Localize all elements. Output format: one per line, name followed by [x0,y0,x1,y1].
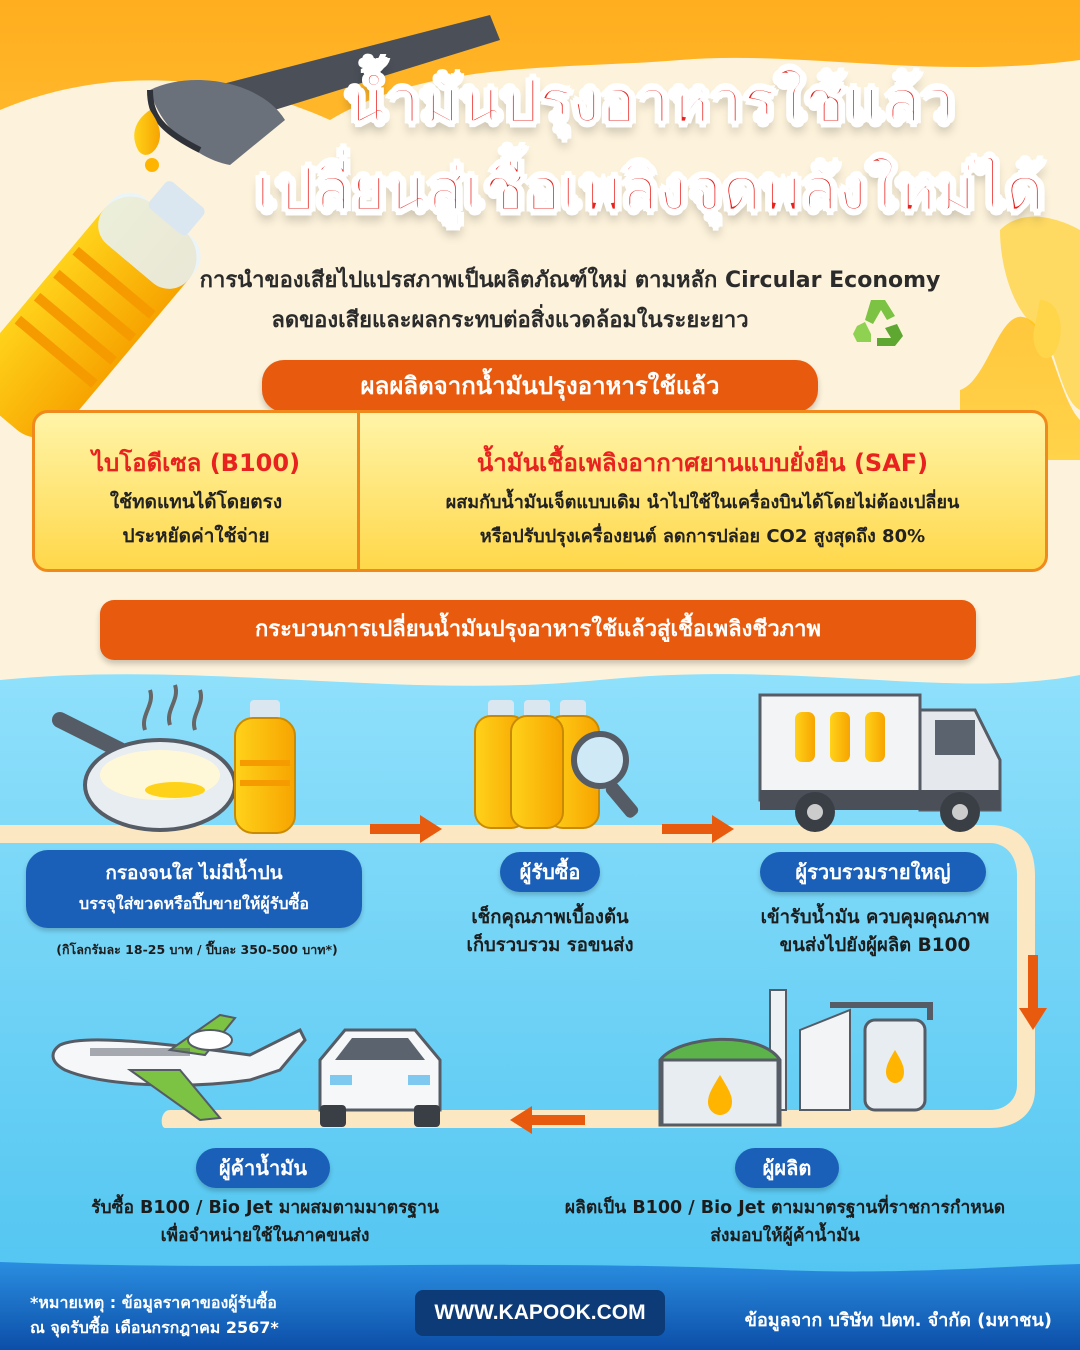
cloud-icon [187,1029,233,1051]
step5-line-2: เพื่อจำหน่ายใช้ในภาคขนส่ง [160,1226,370,1246]
step4-line-1: ผลิตเป็น B100 / Bio Jet ตามมาตรฐานที่ราช… [564,1198,1006,1218]
arrow-right-icon [662,815,734,843]
biodiesel-line-2: ประหยัดค่าใช้จ่าย [122,525,270,547]
saf-line-2: หรือปรับปรุงเครื่องยนต์ ลดการปล่อย CO2 ส… [479,526,926,547]
biodiesel-card: ไบโอดีเซล (B100) ใช้ทดแทนได้โดยตรง ประหย… [35,413,357,569]
step2-title: ผู้รับซื้อ [500,852,600,892]
step5-line-1: รับซื้อ B100 / Bio Jet มาผสมตามมาตรฐาน [91,1198,439,1218]
step2-line-2: เก็บรวบรวม รอขนส่ง [466,935,634,956]
saf-title: น้ำมันเชื้อเพลิงอากาศยานแบบยั่งยืน (SAF) [476,449,929,477]
arrow-right-icon [370,815,442,843]
recycle-icon [853,300,903,346]
oil-bottle-icon [234,700,296,834]
step5-title: ผู้ค้าน้ำมัน [196,1148,330,1188]
subtitle-line-1: การนำของเสียไปแปรสภาพเป็นผลิตภัณฑ์ใหม่ ต… [199,268,941,293]
main-title-line-1: น้ำมันปรุงอาหารใช้แล้ว [344,66,955,138]
arrow-left-icon [510,1106,585,1134]
process-header: กระบวนการเปลี่ยนน้ำมันปรุงอาหารใช้แล้วสู… [100,600,976,660]
flow-arrows [370,815,1047,1134]
footer-note-line-2: ณ จุดรับซื้อ เดือนกรกฎาคม 2567* [30,1318,279,1337]
truck-icon [758,693,1002,832]
saf-line-1: ผสมกับน้ำมันเจ็ตแบบเดิม นำไปใช้ในเครื่อง… [445,492,960,513]
step3-line-1: เข้ารับน้ำมัน ควบคุมคุณภาพ [760,907,990,928]
step2-line-1: เช็กคุณภาพเบื้องต้น [471,907,629,928]
magnifier-icon [571,731,639,818]
arrow-down-icon [1019,955,1047,1030]
footer-note-line-1: *หมายเหตุ : ข้อมูลราคาของผู้รับซื้อ [30,1293,277,1312]
products-box: ไบโอดีเซล (B100) ใช้ทดแทนได้โดยตรง ประหย… [32,410,1048,572]
products-header: ผลผลิตจากน้ำมันปรุงอาหารใช้แล้ว [262,360,818,412]
step4-line-2: ส่งมอบให้ผู้ค้าน้ำมัน [710,1226,860,1246]
frying-pan-icon [147,15,500,165]
pan-icon [52,684,237,832]
website-link[interactable]: WWW.KAPOOK.COM [415,1290,665,1336]
biodiesel-line-1: ใช้ทดแทนได้โดยตรง [109,491,283,513]
biodiesel-title: ไบโอดีเซล (B100) [91,449,301,477]
factory-icon [658,989,933,1127]
step1-subtitle: บรรจุใส่ขวดหรือปี๊บขายให้ผู้รับซื้อ [79,894,309,913]
step3-title: ผู้รวบรวมรายใหญ่ [760,852,986,892]
main-title-line-2: เปลี่ยนสู่เชื้อเพลิงจุดพลังใหม่ได้ [255,154,1046,226]
step1-title: กรองจนใส ไม่มีน้ำปน [105,862,283,884]
car-icon [318,1028,442,1127]
cooking-oil-bottle-icon [0,181,205,438]
step1-price: (กิโลกรัมละ 18-25 บาท / ปี๊บละ 350-500 บ… [56,942,338,957]
step4-title: ผู้ผลิต [735,1148,839,1188]
products-divider [357,413,360,569]
subtitle-line-2: ลดของเสียและผลกระทบต่อสิ่งแวดล้อมในระยะย… [271,308,749,333]
step3-line-2: ขนส่งไปยังผู้ผลิต B100 [779,935,971,956]
saf-card: น้ำมันเชื้อเพลิงอากาศยานแบบยั่งยืน (SAF)… [360,413,1045,569]
step1-label-box: กรองจนใส ไม่มีน้ำปน บรรจุใส่ขวดหรือปี๊บข… [26,850,362,928]
data-source: ข้อมูลจาก บริษัท ปตท. จำกัด (มหาชน) [744,1310,1052,1331]
